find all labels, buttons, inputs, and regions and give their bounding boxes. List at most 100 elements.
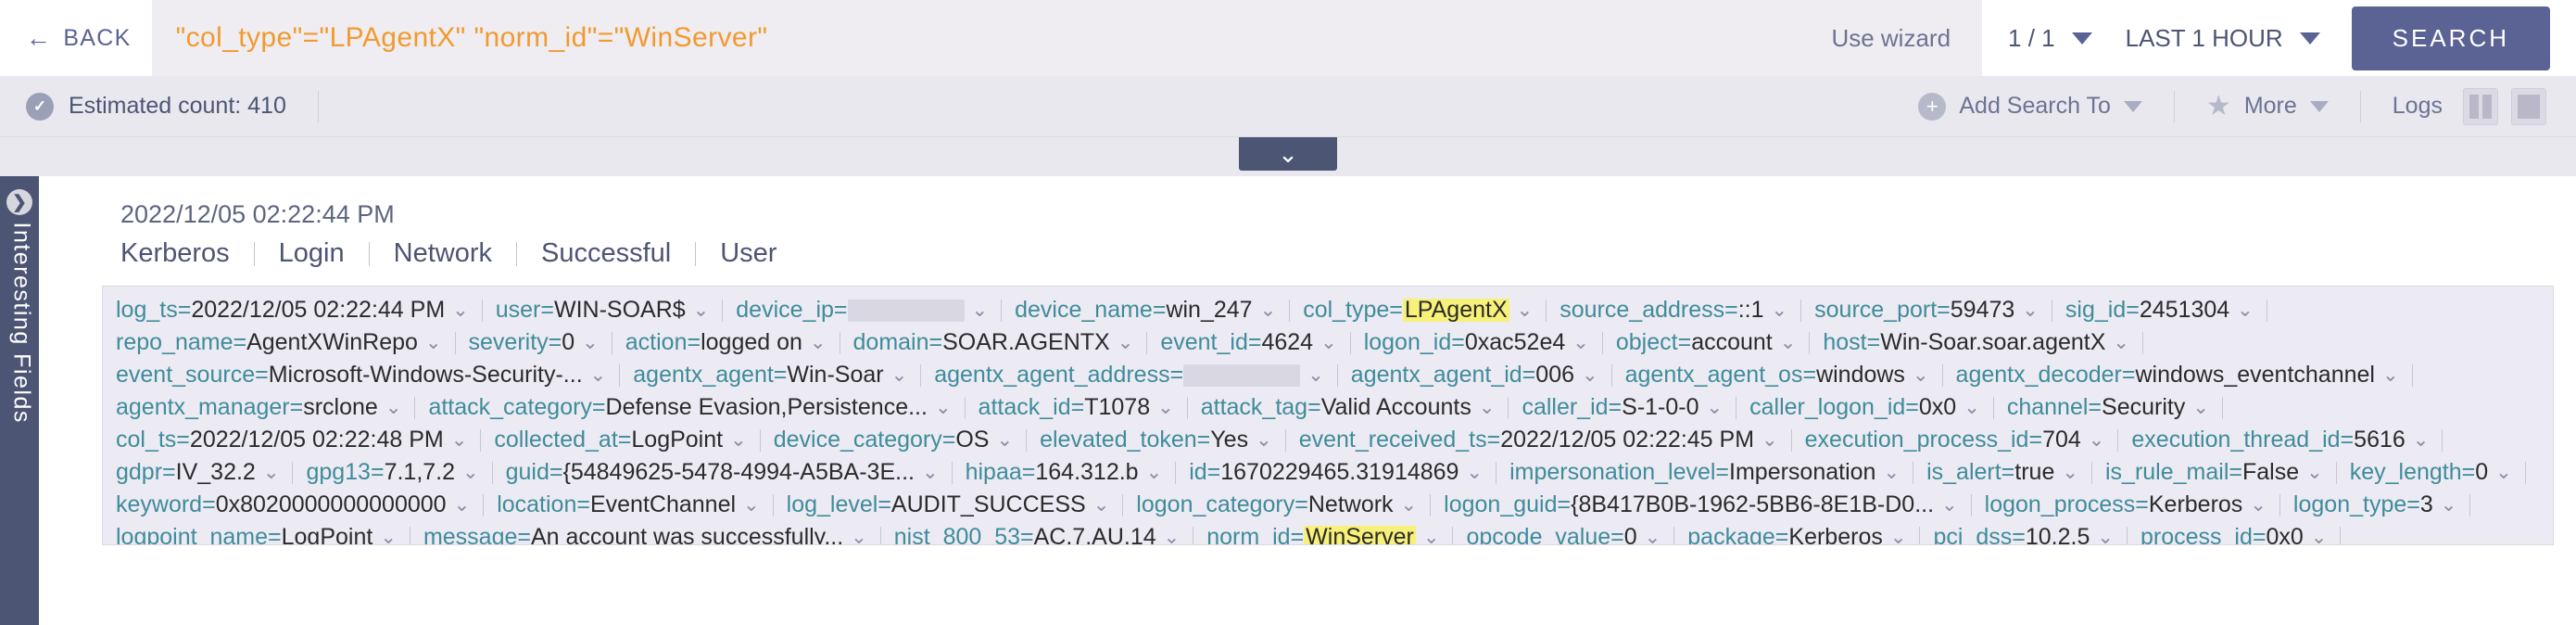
chevron-down-icon[interactable]: ⌄ <box>2097 527 2114 545</box>
field-chip[interactable]: col_ts=2022/12/05 02:22:48 PM⌄ <box>116 424 467 456</box>
field-chip[interactable]: agentx_agent_os=windows⌄ <box>1625 359 1929 391</box>
field-chip[interactable]: pci_dss=10.2.5⌄ <box>1933 521 2114 545</box>
field-chip[interactable]: logon_category=Network⌄ <box>1136 489 1417 521</box>
field-chip[interactable]: device_name=win_247⌄ <box>1015 294 1276 326</box>
chevron-down-icon[interactable]: ⌄ <box>1092 494 1110 516</box>
field-chip[interactable]: attack_id=T1078⌄ <box>979 391 1174 424</box>
field-chip[interactable]: repo_name=AgentXWinRepo⌄ <box>116 326 442 359</box>
more-button[interactable]: ★ More <box>2206 92 2329 121</box>
field-chip[interactable]: agentx_agent_id=006⌄ <box>1351 359 1598 391</box>
chevron-down-icon[interactable]: ⌄ <box>2250 494 2267 516</box>
chevron-down-icon[interactable]: ⌄ <box>452 300 469 321</box>
chevron-down-icon[interactable]: ⌄ <box>1912 364 1929 386</box>
field-chip[interactable]: host=Win-Soar.soar.agentX⌄ <box>1823 326 2129 359</box>
chevron-down-icon[interactable]: ⌄ <box>730 429 747 451</box>
field-chip[interactable]: source_port=59473⌄ <box>1814 294 2039 326</box>
chevron-down-icon[interactable] <box>2071 32 2092 45</box>
chevron-down-icon[interactable]: ⌄ <box>385 397 402 418</box>
chevron-down-icon[interactable]: ⌄ <box>1582 364 1598 386</box>
field-chip[interactable]: key_length=0⌄ <box>2350 456 2512 489</box>
chevron-down-icon[interactable]: ⌄ <box>1779 332 1797 353</box>
chevron-down-icon[interactable]: ⌄ <box>921 462 939 483</box>
field-chip[interactable]: execution_process_id=704⌄ <box>1805 424 2105 456</box>
chevron-down-icon[interactable]: ⌄ <box>262 462 280 483</box>
field-chip[interactable]: log_level=AUDIT_SUCCESS⌄ <box>787 489 1110 521</box>
chevron-down-icon[interactable]: ⌄ <box>1422 527 1440 545</box>
chevron-down-icon[interactable]: ⌄ <box>2495 462 2512 483</box>
chevron-down-icon[interactable]: ⌄ <box>1889 527 1907 545</box>
chevron-down-icon[interactable] <box>2309 100 2329 112</box>
chevron-down-icon[interactable]: ⌄ <box>1964 397 1980 418</box>
chevron-down-icon[interactable]: ⌄ <box>1466 462 1484 483</box>
chevron-down-icon[interactable]: ⌄ <box>2440 494 2457 516</box>
back-button[interactable]: ← BACK <box>26 25 132 52</box>
chevron-down-icon[interactable]: ⌄ <box>2310 527 2328 545</box>
field-chip[interactable]: agentx_decoder=windows_eventchannel⌄ <box>1956 359 2399 391</box>
field-chip[interactable]: agentx_agent=Win-Soar⌄ <box>633 359 907 391</box>
record-tag[interactable]: Network <box>393 238 492 268</box>
chevron-down-icon[interactable]: ⌄ <box>589 364 607 386</box>
chevron-down-icon[interactable]: ⌄ <box>1400 494 1418 516</box>
chevron-down-icon[interactable]: ⌄ <box>1644 527 1661 545</box>
chevron-down-icon[interactable]: ⌄ <box>971 300 989 321</box>
chevron-down-icon[interactable]: ⌄ <box>890 364 908 386</box>
chevron-down-icon[interactable]: ⌄ <box>934 397 952 418</box>
record-tag[interactable]: Login <box>278 238 345 268</box>
field-chip[interactable]: event_received_ts=2022/12/05 02:22:45 PM… <box>1299 424 1778 456</box>
chevron-down-icon[interactable]: ⌄ <box>809 332 827 353</box>
chevron-down-icon[interactable]: ⌄ <box>2381 364 2399 386</box>
chevron-down-icon[interactable]: ⌄ <box>1941 494 1958 516</box>
field-chip[interactable]: gpg13=7.1,7.2⌄ <box>306 456 478 489</box>
field-chip[interactable]: event_id=4624⌄ <box>1160 326 1336 359</box>
chevron-down-icon[interactable]: ⌄ <box>1478 397 1496 418</box>
field-chip[interactable]: location=EventChannel⌄ <box>497 489 759 521</box>
chevron-down-icon[interactable]: ⌄ <box>1259 300 1277 321</box>
chevron-down-icon[interactable]: ⌄ <box>743 494 760 516</box>
chevron-down-icon[interactable]: ⌄ <box>1883 462 1900 483</box>
field-chip[interactable]: domain=SOAR.AGENTX⌄ <box>853 326 1134 359</box>
add-search-to-button[interactable]: + Add Search To <box>1918 92 2142 121</box>
chevron-down-icon[interactable]: ⌄ <box>851 527 867 545</box>
chevron-down-icon[interactable]: ⌄ <box>1320 332 1337 353</box>
chevron-down-icon[interactable]: ⌄ <box>1572 332 1589 353</box>
field-chip[interactable]: package=Kerberos⌄ <box>1687 521 1906 545</box>
field-chip[interactable]: severity=0⌄ <box>469 326 599 359</box>
record-tag[interactable]: Kerberos <box>120 238 230 268</box>
chevron-down-icon[interactable]: ⌄ <box>1706 397 1724 418</box>
chevron-down-icon[interactable]: ⌄ <box>1516 300 1534 321</box>
field-chip[interactable]: gdpr=IV_32.2⌄ <box>116 456 279 489</box>
chevron-down-icon[interactable]: ⌄ <box>2237 300 2254 321</box>
split-view-icon[interactable] <box>2463 87 2498 125</box>
field-chip[interactable]: impersonation_level=Impersonation⌄ <box>1509 456 1900 489</box>
time-range-selector[interactable]: LAST 1 HOUR <box>2126 24 2320 53</box>
field-chip[interactable]: object=account⌄ <box>1616 326 1796 359</box>
field-chip[interactable]: elevated_token=Yes⌄ <box>1040 424 1272 456</box>
single-view-icon[interactable] <box>2511 87 2546 125</box>
field-chip[interactable]: is_rule_mail=False⌄ <box>2105 456 2323 489</box>
field-chip[interactable]: col_type=LPAgentX⌄ <box>1303 294 1533 326</box>
field-chip[interactable]: logon_process=Kerberos⌄ <box>1985 489 2267 521</box>
chevron-down-icon[interactable]: ⌄ <box>1145 462 1163 483</box>
chevron-down-icon[interactable]: ⌄ <box>380 527 397 545</box>
chevron-down-icon[interactable]: ⌄ <box>2113 332 2130 353</box>
chevron-down-icon[interactable]: ⌄ <box>1117 332 1134 353</box>
chevron-down-icon[interactable]: ⌄ <box>2412 429 2430 451</box>
field-chip[interactable]: event_source=Microsoft-Windows-Security-… <box>116 359 606 391</box>
search-query-input[interactable]: "col_type"="LPAgentX" "norm_id"="WinServ… <box>151 0 1813 76</box>
field-chip[interactable]: channel=Security⌄ <box>2007 391 2209 424</box>
field-chip[interactable]: logon_type=3⌄ <box>2293 489 2456 521</box>
chevron-down-icon[interactable]: ⌄ <box>1256 429 1272 451</box>
chevron-right-icon[interactable]: ❯ <box>6 189 32 215</box>
field-chip[interactable]: attack_tag=Valid Accounts⌄ <box>1201 391 1496 424</box>
interesting-fields-rail[interactable]: ❯ Interesting Fields <box>0 176 39 625</box>
record-tag[interactable]: User <box>720 238 777 268</box>
field-chip[interactable]: agentx_agent_address=⌄ <box>934 359 1324 391</box>
chevron-down-icon[interactable]: ⌄ <box>450 429 468 451</box>
field-chip[interactable]: is_alert=true⌄ <box>1926 456 2078 489</box>
field-chip[interactable]: action=logged on⌄ <box>625 326 827 359</box>
chevron-down-icon[interactable]: ⌄ <box>424 332 442 353</box>
chevron-down-icon[interactable]: ⌄ <box>1762 429 1778 451</box>
chevron-down-icon[interactable]: ⌄ <box>1163 527 1181 545</box>
page-indicator-group[interactable]: 1 / 1 <box>2008 24 2092 53</box>
field-chip[interactable]: caller_id=S-1-0-0⌄ <box>1522 391 1723 424</box>
